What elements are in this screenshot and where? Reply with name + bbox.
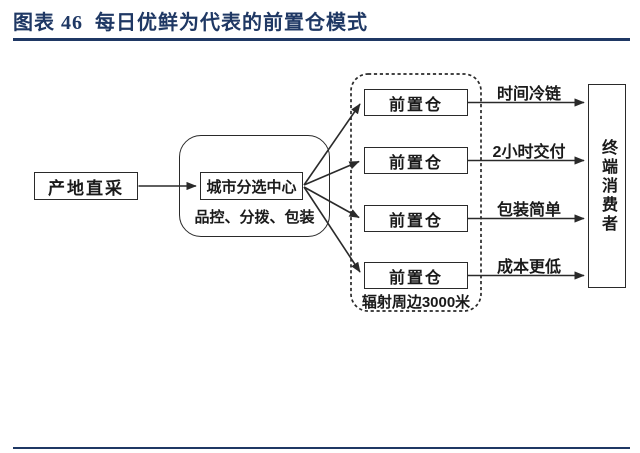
source-box: 产地直采 — [34, 172, 138, 200]
warehouse-box-3-label: 前置仓 — [388, 212, 443, 230]
sorting-center-box: 城市分选中心 — [200, 172, 303, 200]
warehouse-box-2: 前置仓 — [364, 147, 468, 174]
warehouse-box-1: 前置仓 — [364, 89, 468, 116]
cluster-radius-note: 辐射周边3000米 — [361, 294, 471, 311]
warehouse-box-4: 前置仓 — [364, 262, 468, 289]
benefit-label-3: 包装简单 — [496, 202, 561, 219]
bottom-divider — [13, 447, 630, 449]
consumer-box-label: 终端消费者 — [599, 138, 616, 234]
warehouse-box-2-label: 前置仓 — [388, 154, 443, 172]
consumer-box: 终端消费者 — [588, 84, 626, 288]
sorting-center-container — [179, 135, 330, 237]
benefit-label-1: 时间冷链 — [496, 86, 561, 103]
sorting-center-label: 城市分选中心 — [206, 178, 297, 196]
warehouse-box-4-label: 前置仓 — [388, 269, 443, 287]
benefit-label-2: 2小时交付 — [492, 144, 566, 161]
warehouse-box-1-label: 前置仓 — [388, 96, 443, 114]
figure-title: 图表 46 每日优鲜为代表的前置仓模式 — [13, 12, 368, 34]
source-box-label: 产地直采 — [48, 178, 124, 198]
sorting-center-note: 品控、分拨、包装 — [194, 209, 315, 226]
warehouse-box-3: 前置仓 — [364, 205, 468, 232]
benefit-label-4: 成本更低 — [496, 259, 561, 276]
title-divider — [13, 38, 630, 41]
